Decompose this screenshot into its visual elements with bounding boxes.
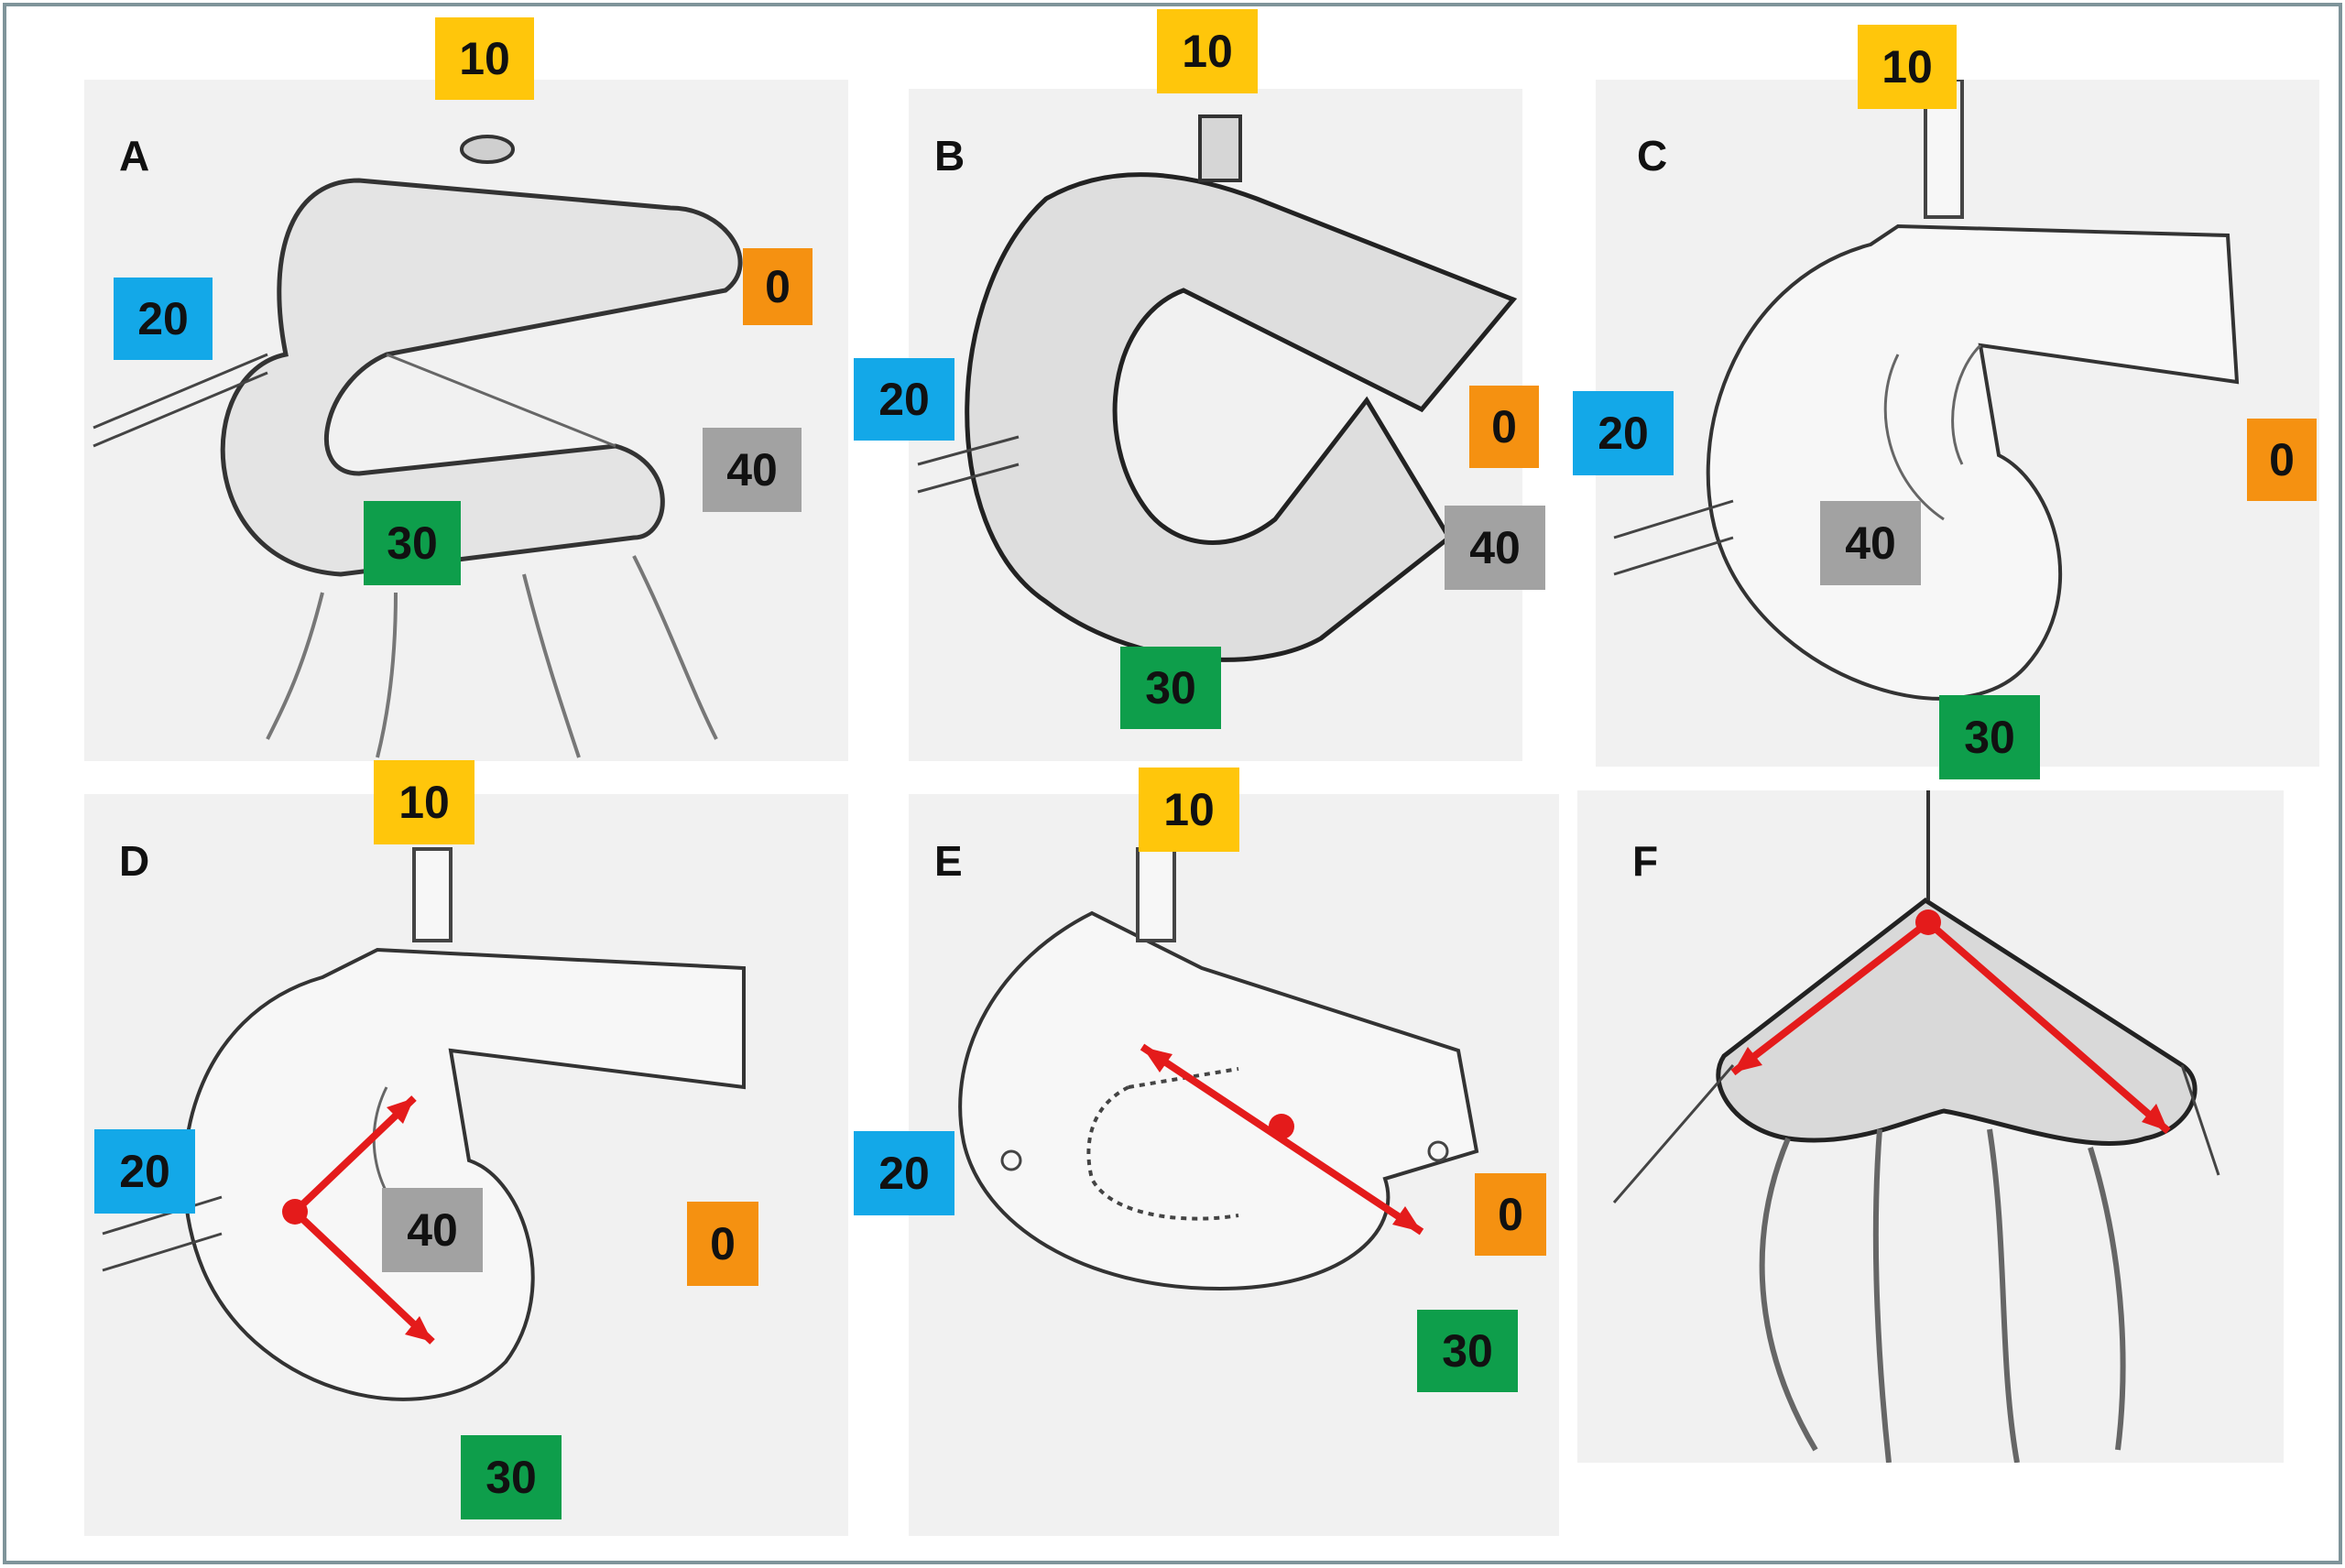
panel-d-drawing: [84, 794, 848, 1536]
segment-10-marker: 10: [1139, 768, 1239, 852]
panel-f-pouch: [1612, 790, 2220, 1463]
segment-40-marker: 40: [1445, 506, 1545, 590]
segment-20-marker: 20: [854, 358, 954, 441]
segment-0-marker: 0: [1475, 1173, 1546, 1256]
segment-40-marker: 40: [382, 1188, 483, 1272]
segment-0-marker: 0: [1469, 386, 1539, 468]
segment-10-marker: 10: [435, 17, 534, 100]
panel-a-drawing: [84, 80, 848, 761]
segment-10-marker: 10: [374, 760, 474, 844]
segment-30-marker: 30: [461, 1435, 562, 1519]
segment-20-marker: 20: [854, 1131, 954, 1215]
panel-f-drawing: [1577, 790, 2284, 1463]
panel-e-drawing: [909, 794, 1559, 1536]
segment-30-marker: 30: [1120, 647, 1221, 729]
panel-d-bowel-loop: [102, 847, 746, 1401]
figure-frame: A 10 0 20 30 40 B 10 0 20 30 40 C 10 0 2…: [3, 3, 2342, 1564]
panel-c-bowel-loop: [1613, 80, 2240, 701]
segment-30-marker: 30: [1417, 1310, 1518, 1392]
panel-a-label: A: [119, 132, 150, 180]
segment-30-marker: 30: [1939, 695, 2040, 779]
red-arrow-icon: [1140, 1043, 1424, 1236]
panel-e-label: E: [934, 837, 963, 885]
segment-30-marker: 30: [364, 501, 461, 585]
panel-c-label: C: [1637, 132, 1668, 180]
segment-20-marker: 20: [94, 1129, 195, 1214]
segment-10-marker: 10: [1157, 9, 1258, 93]
panel-b-bowel-loop: [917, 114, 1518, 662]
panel-f-label: F: [1632, 837, 1659, 885]
segment-0-marker: 0: [687, 1202, 758, 1286]
panel-d-label: D: [119, 837, 150, 885]
segment-10-marker: 10: [1858, 25, 1957, 109]
segment-40-marker: 40: [703, 428, 802, 512]
segment-20-marker: 20: [1573, 391, 1674, 475]
segment-0-marker: 0: [2247, 419, 2317, 501]
red-arrow-icon: [1730, 909, 2171, 1135]
panel-b-label: B: [934, 132, 965, 180]
segment-0-marker: 0: [743, 248, 813, 325]
red-arrow-icon: [282, 1095, 435, 1345]
panel-a-bowel-loop: [93, 135, 743, 758]
segment-40-marker: 40: [1820, 501, 1921, 585]
panel-e-pouch: [958, 847, 1479, 1291]
segment-20-marker: 20: [114, 278, 213, 360]
panel-c-drawing: [1596, 80, 2319, 767]
